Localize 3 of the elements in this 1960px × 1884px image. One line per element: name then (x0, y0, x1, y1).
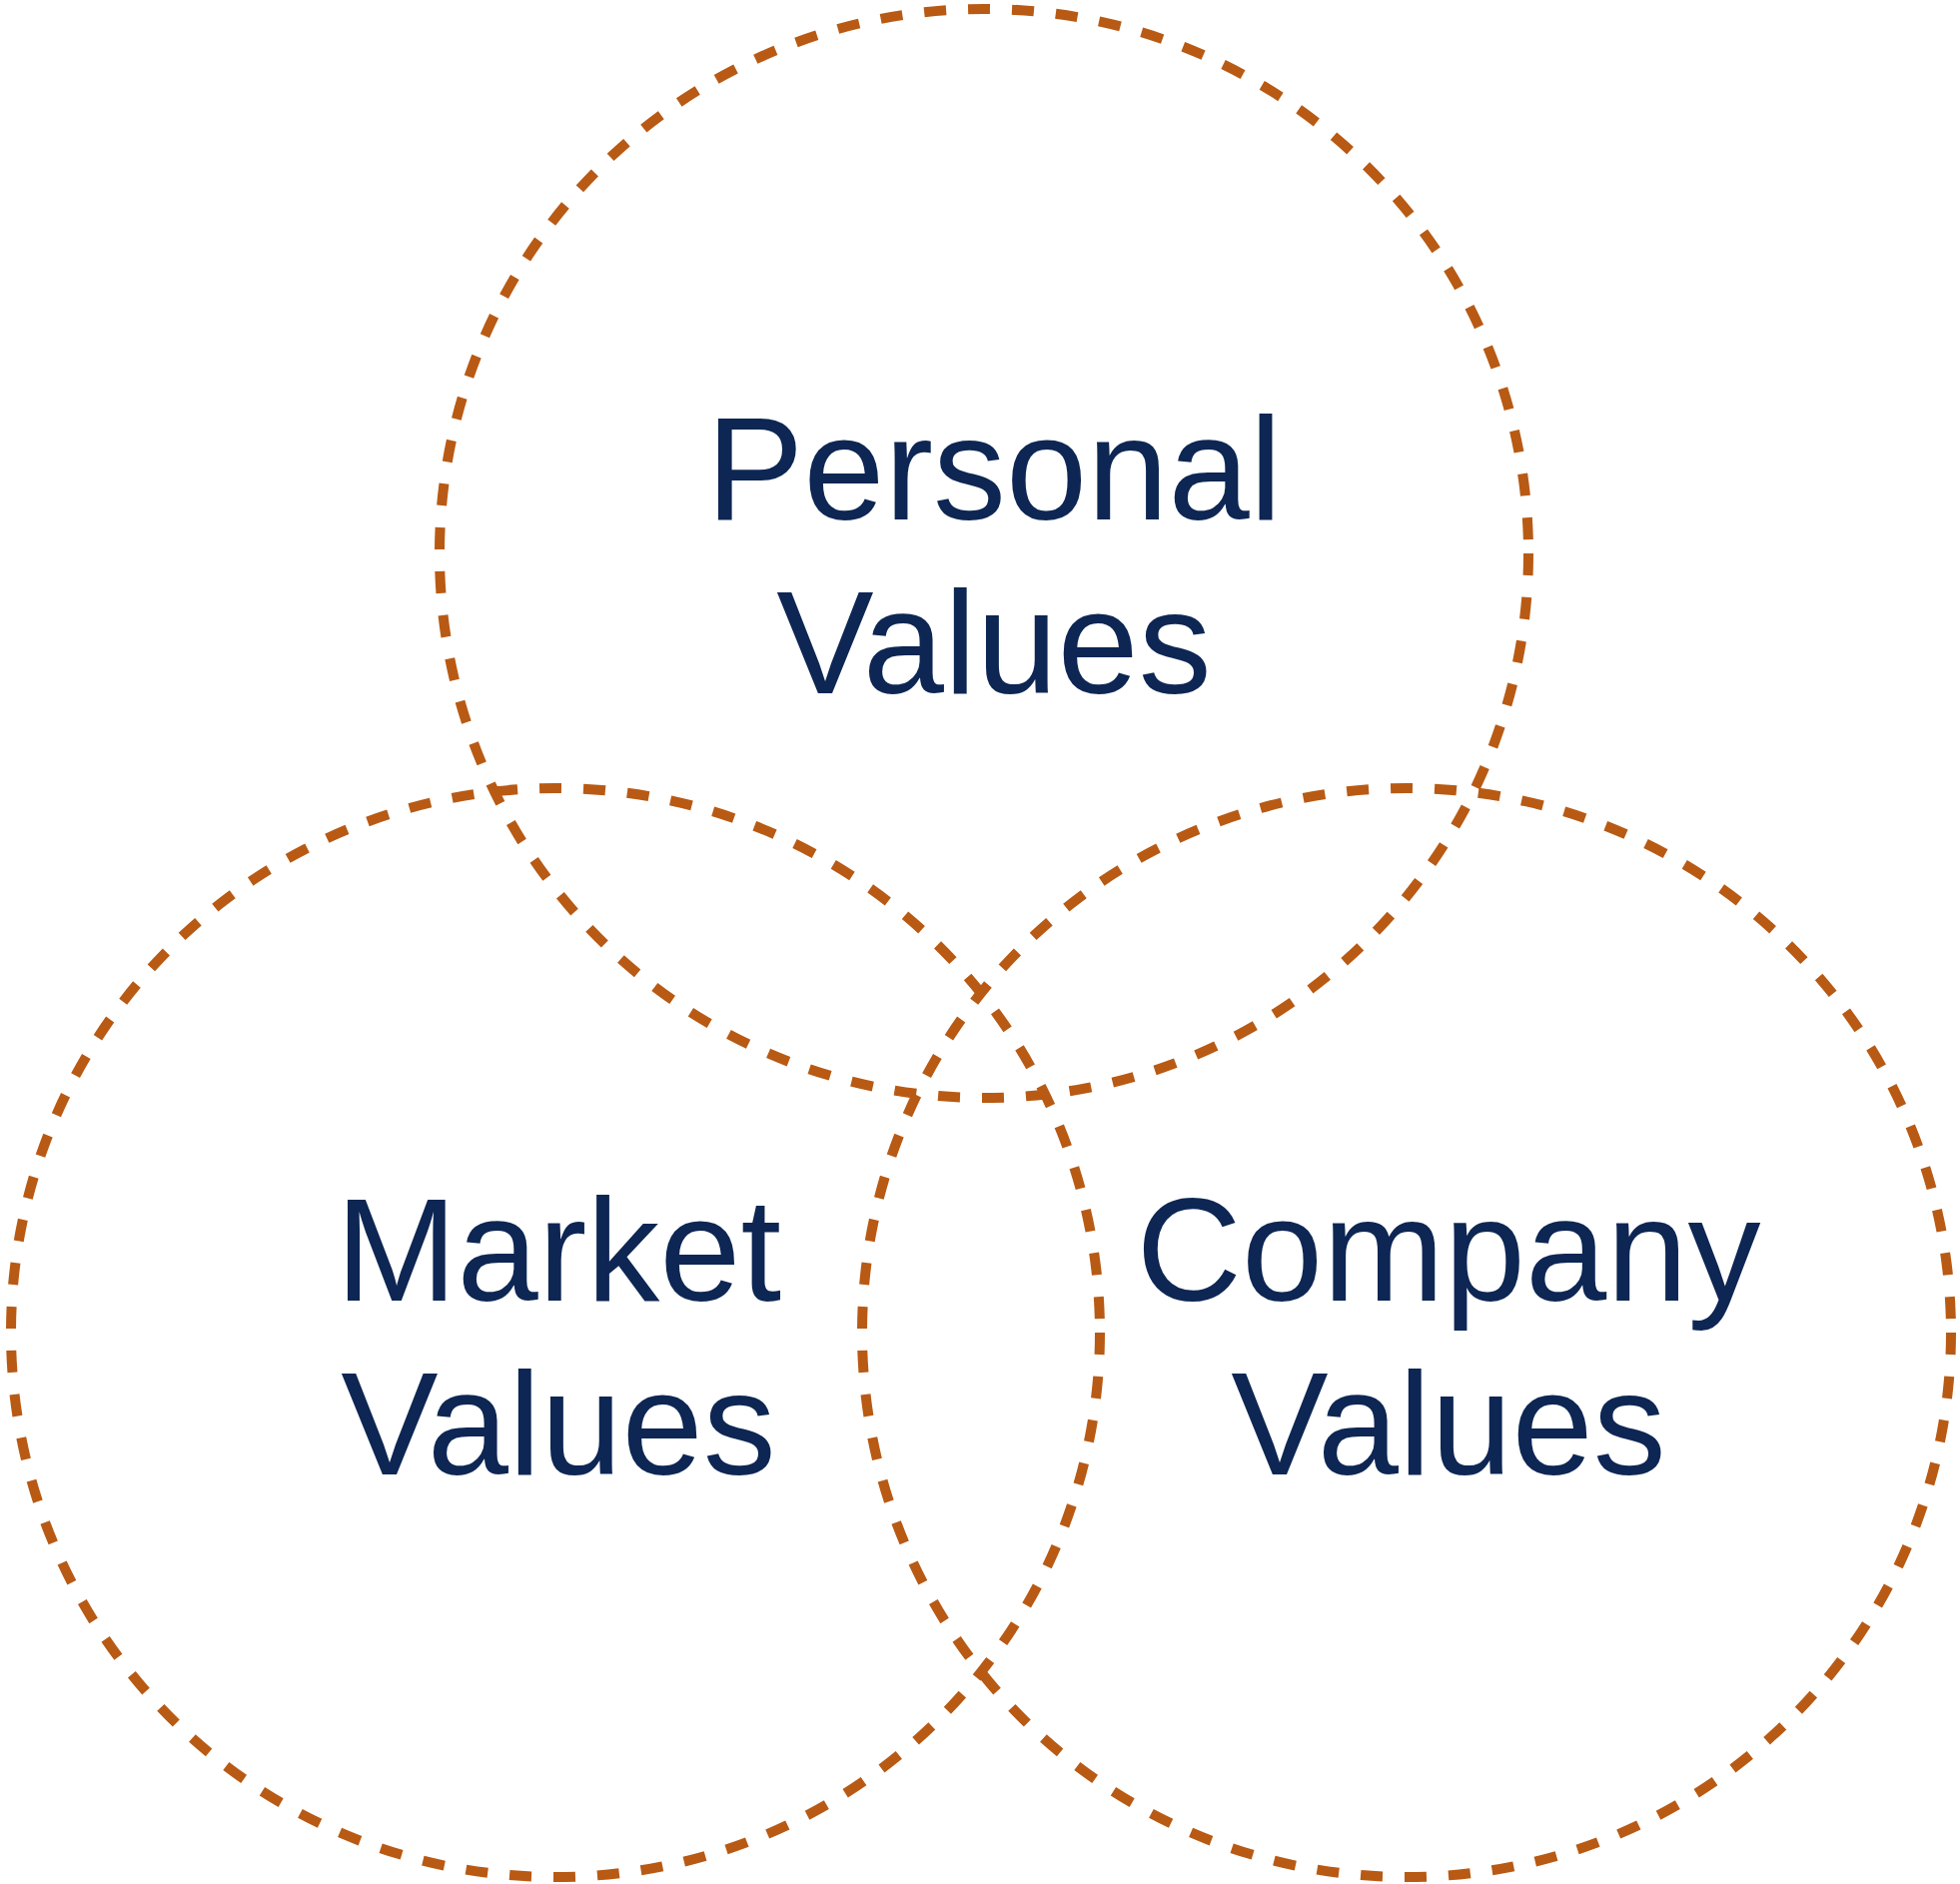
circle-label: Personal Values (704, 387, 1284, 726)
circle-label: Market Values (334, 1168, 783, 1507)
circle-label: Company Values (1135, 1168, 1762, 1507)
